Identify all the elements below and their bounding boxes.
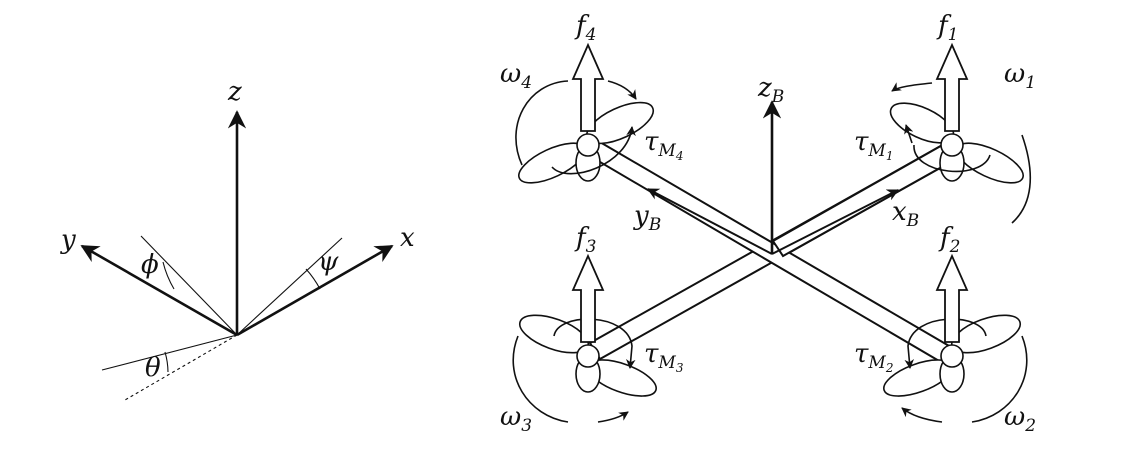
omega3-base: ω <box>500 402 521 432</box>
tau1-sub: M <box>867 141 886 161</box>
rotor-3-torque-arrow <box>553 318 636 369</box>
tau3-sub: M <box>657 353 676 373</box>
rotor-4-force-arrow <box>571 42 605 132</box>
omega2-label: ω2 <box>1004 402 1036 436</box>
omega4-label: ω4 <box>500 59 532 93</box>
xB-base: x <box>892 197 907 227</box>
y-axis-arrow <box>80 244 238 337</box>
x-axis-arrow <box>236 244 394 337</box>
omega1-label: ω1 <box>1004 59 1036 93</box>
tau4-base: τ <box>644 127 659 157</box>
xB-axis-label: xB <box>892 197 919 231</box>
zB-axis-label: zB <box>757 73 784 107</box>
f2-label: f2 <box>938 223 960 257</box>
omega1-base: ω <box>1004 59 1025 89</box>
rotor-2-force-arrow <box>935 253 969 343</box>
rotor-4-torque-arrow <box>551 126 636 175</box>
omega4-sub: 4 <box>520 73 532 93</box>
f3-sub: 3 <box>586 237 597 257</box>
phi-label: ϕ <box>141 250 159 280</box>
tau2-subsub: 2 <box>885 361 894 375</box>
rotor-1-force-arrow <box>935 42 969 132</box>
tau1-base: τ <box>854 127 869 157</box>
tau3-base: τ <box>644 339 659 369</box>
tau4-sub: M <box>657 141 676 161</box>
f2-sub: 2 <box>949 237 961 257</box>
tau3-subsub: 3 <box>676 361 684 375</box>
z-axis-label: z <box>227 77 242 107</box>
phi-angle-arc <box>162 261 175 290</box>
zB-sub: B <box>771 87 785 107</box>
rotor-3-hub <box>576 344 600 368</box>
tau2-sub: M <box>867 353 886 373</box>
rotor-1-torque-arrow <box>906 125 991 173</box>
inertial-frame: z y x ϕ ψ θ <box>60 77 415 401</box>
zB-base: z <box>757 73 772 103</box>
rotor-4 <box>515 42 655 184</box>
omega1-sub: 1 <box>1025 73 1036 93</box>
theta-angle-arc <box>164 351 169 373</box>
xB-sub: B <box>906 211 920 231</box>
rotor-4-omega-arrow <box>515 80 636 166</box>
psi-reference-line <box>236 237 343 336</box>
rotor-3-force-arrow <box>571 253 605 343</box>
omega2-base: ω <box>1004 402 1025 432</box>
theta-dashed-line <box>124 334 238 401</box>
yB-sub: B <box>648 215 662 235</box>
rotor-3-omega-arrow <box>512 335 628 423</box>
tau1-subsub: 1 <box>886 149 894 163</box>
tau4-subsub: 4 <box>675 149 684 163</box>
rotor-2-omega-arrow <box>902 335 1028 423</box>
rotor-1-hub <box>940 133 964 157</box>
x-axis-label: x <box>400 223 415 253</box>
y-axis-label: y <box>60 225 76 255</box>
rotor-2 <box>883 253 1028 423</box>
psi-label: ψ <box>318 247 339 277</box>
psi-angle-arc <box>305 268 321 290</box>
tau2-base: τ <box>854 339 869 369</box>
rotor-2-hub <box>940 344 964 368</box>
tau3-label: τM3 <box>644 339 684 375</box>
omega4-base: ω <box>500 59 521 89</box>
xB-axis-arrow <box>771 189 900 255</box>
f3-label: f3 <box>574 223 596 257</box>
yB-axis-label: yB <box>633 201 661 235</box>
omega2-sub: 2 <box>1024 416 1036 436</box>
tau2-label: τM2 <box>854 339 893 375</box>
tau4-label: τM4 <box>644 127 683 163</box>
f1-label: f1 <box>936 11 958 45</box>
phi-reference-line <box>140 235 238 336</box>
yB-axis-arrow <box>646 188 773 255</box>
omega3-sub: 3 <box>521 416 532 436</box>
f4-label: f4 <box>574 11 596 45</box>
tau1-label: τM1 <box>854 127 893 163</box>
f1-sub: 1 <box>948 25 959 45</box>
rotor-2-torque-arrow <box>904 318 987 369</box>
yB-base: y <box>633 201 649 231</box>
f4-sub: 4 <box>585 25 597 45</box>
theta-reference-line <box>101 334 238 371</box>
rotor-4-hub <box>576 133 600 157</box>
omega3-label: ω3 <box>500 402 532 436</box>
rotor-1 <box>885 42 1032 224</box>
rotor-3 <box>512 253 657 423</box>
theta-label: θ <box>145 353 161 383</box>
rotor-1-omega-arrow <box>892 83 1032 224</box>
